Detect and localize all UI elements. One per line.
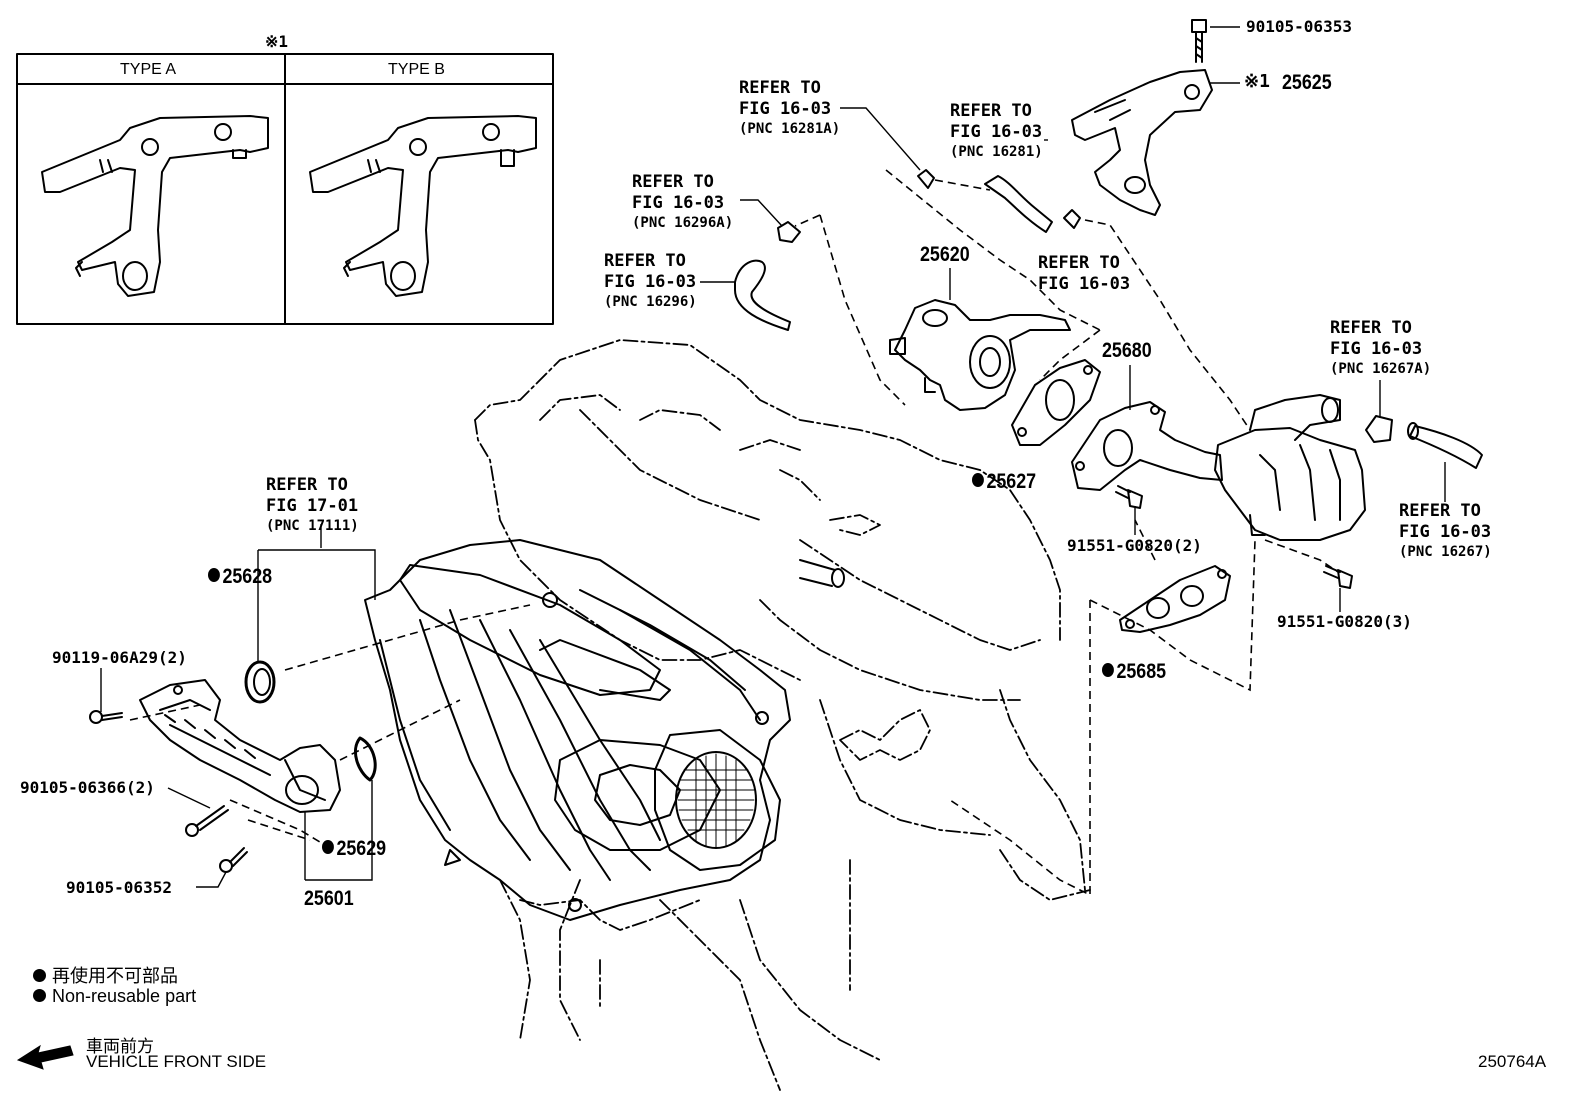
clamp-16267a-drawing	[1365, 415, 1393, 443]
refer-fig-16-03[interactable]: REFER TO FIG 16-03	[1038, 255, 1130, 297]
legend-jp: 再使用不可部品	[33, 962, 178, 988]
type-inset-box	[16, 53, 554, 325]
gasket-25627-drawing	[1011, 359, 1101, 446]
refer-16281a[interactable]: REFER TO FIG 16-03 (PNC 16281A)	[739, 78, 841, 137]
fig-text: FIG 16-03	[1038, 274, 1131, 294]
non-reusable-dot-icon	[1102, 663, 1114, 677]
part-91551-g0820-3[interactable]: 91551-G0820(3)	[1277, 612, 1412, 631]
fig-text: FIG 16-03	[739, 99, 832, 119]
part-90105-06366[interactable]: 90105-06366(2)	[20, 778, 155, 797]
bolt-90105-06352-drawing	[219, 847, 248, 873]
intake-manifold-drawing	[364, 539, 791, 921]
legend-jp-text: 再使用不可部品	[52, 966, 178, 986]
non-reusable-dot-icon	[208, 568, 220, 582]
part-25629[interactable]: 25629	[322, 838, 386, 859]
part-number-text: 25627	[986, 470, 1037, 493]
refer-text: REFER TO	[1038, 253, 1120, 273]
part-25625[interactable]: 25625	[1282, 71, 1332, 94]
refer-text: REFER TO	[632, 172, 714, 192]
pnc-text: (PNC 16296A)	[632, 215, 734, 231]
fig-text: FIG 16-03	[1330, 339, 1423, 359]
refer-16267[interactable]: REFER TO FIG 16-03 (PNC 16267)	[1399, 501, 1492, 560]
part-number-text: 25629	[336, 837, 387, 860]
bolt-90105-06366-drawing	[185, 805, 229, 837]
bracket-type-a-drawing	[41, 115, 269, 297]
part-25685[interactable]: 25685	[1102, 661, 1166, 682]
bolt-90119-drawing	[89, 710, 123, 724]
refer-text: REFER TO	[950, 101, 1032, 121]
refer-16296a[interactable]: REFER TO FIG 16-03 (PNC 16296A)	[632, 172, 734, 231]
part-90119-06a29[interactable]: 90119-06A29(2)	[52, 648, 187, 667]
fig-text: FIG 16-03	[632, 193, 725, 213]
refer-16296[interactable]: REFER TO FIG 16-03 (PNC 16296)	[604, 251, 697, 310]
bracket-25625-drawing	[1071, 69, 1213, 216]
fig-text: FIG 16-03	[950, 122, 1043, 142]
bolt-91551-g0820-2-drawing	[1115, 485, 1143, 509]
part-25601[interactable]: 25601	[304, 887, 354, 910]
part-25620[interactable]: 25620	[920, 243, 970, 266]
refer-text: REFER TO	[739, 78, 821, 98]
part-91551-g0820-2[interactable]: 91551-G0820(2)	[1067, 536, 1202, 555]
figure-id: 250764A	[1478, 1052, 1547, 1071]
gasket-25628-drawing	[244, 660, 276, 704]
refer-text: REFER TO	[1330, 318, 1412, 338]
vehicle-front-arrow-icon	[16, 1044, 74, 1070]
legend-en-text: Non-reusable part	[52, 986, 197, 1006]
vehicle-front-en: VEHICLE FRONT SIDE	[86, 1052, 267, 1071]
pnc-text: (PNC 16267)	[1399, 544, 1492, 560]
clamp-16281b-drawing	[1063, 209, 1081, 229]
part-25680[interactable]: 25680	[1102, 339, 1152, 362]
legend-en: Non-reusable part	[33, 986, 196, 1007]
pnc-text: (PNC 16281)	[950, 144, 1043, 160]
part-90105-06352[interactable]: 90105-06352	[66, 878, 172, 897]
pnc-text: (PNC 16296)	[604, 294, 697, 310]
leader-lines	[100, 26, 1446, 888]
throttle-mesh	[677, 753, 755, 849]
part-25625-marker: ※1	[1244, 71, 1270, 92]
refer-text: REFER TO	[1399, 501, 1481, 521]
fig-text: FIG 17-01	[266, 496, 359, 516]
part-25627[interactable]: 25627	[972, 471, 1036, 492]
refer-16281[interactable]: REFER TO FIG 16-03 (PNC 16281)	[950, 101, 1043, 160]
fig-text: FIG 16-03	[1399, 522, 1492, 542]
pnc-text: (PNC 16281A)	[739, 121, 841, 137]
pnc-text: (PNC 16267A)	[1330, 361, 1432, 377]
non-reusable-dot-icon	[33, 969, 46, 982]
hose-16281-drawing	[984, 175, 1053, 233]
clamp-16281a-drawing	[917, 169, 935, 189]
engine-pipe-stub	[799, 559, 845, 588]
part-number-text: 25685	[1116, 660, 1167, 683]
refer-text: REFER TO	[604, 251, 686, 271]
type-a-header: TYPE A	[120, 61, 177, 78]
part-25628[interactable]: 25628	[208, 566, 272, 587]
type-b-header: TYPE B	[388, 61, 445, 78]
egr-valve-25620-drawing	[889, 299, 1071, 411]
non-reusable-dot-icon	[972, 473, 984, 487]
inset-marker: ※1	[265, 32, 289, 51]
refer-17111[interactable]: REFER TO FIG 17-01 (PNC 17111)	[266, 475, 359, 534]
part-number-text: 25628	[222, 565, 273, 588]
refer-16267a[interactable]: REFER TO FIG 16-03 (PNC 16267A)	[1330, 318, 1432, 377]
bolt-90105-06353-drawing	[1191, 19, 1207, 63]
bolt-91551-g0820-3-drawing	[1323, 565, 1353, 589]
hose-16267-drawing	[1407, 422, 1483, 469]
clamp-16296a-drawing	[777, 221, 801, 243]
egr-cooler-drawing	[1214, 394, 1366, 541]
engine-block-outline	[474, 339, 1091, 1091]
gasket-25685-drawing	[1119, 565, 1231, 633]
part-90105-06353[interactable]: 90105-06353	[1246, 17, 1352, 36]
fig-text: FIG 16-03	[604, 272, 697, 292]
vehicle-front-jp: 車両前方	[86, 1037, 154, 1056]
egr-pipe-25680-drawing	[1071, 401, 1223, 491]
refer-text: REFER TO	[266, 475, 348, 495]
non-reusable-dot-icon	[33, 989, 46, 1002]
assembly-dashed-lines	[129, 169, 1339, 897]
egr-pipe-assembly-drawing	[139, 679, 377, 813]
hose-16296-drawing	[734, 259, 791, 331]
non-reusable-dot-icon	[322, 840, 334, 854]
bracket-type-b-drawing	[309, 115, 537, 297]
pnc-text: (PNC 17111)	[266, 518, 359, 534]
